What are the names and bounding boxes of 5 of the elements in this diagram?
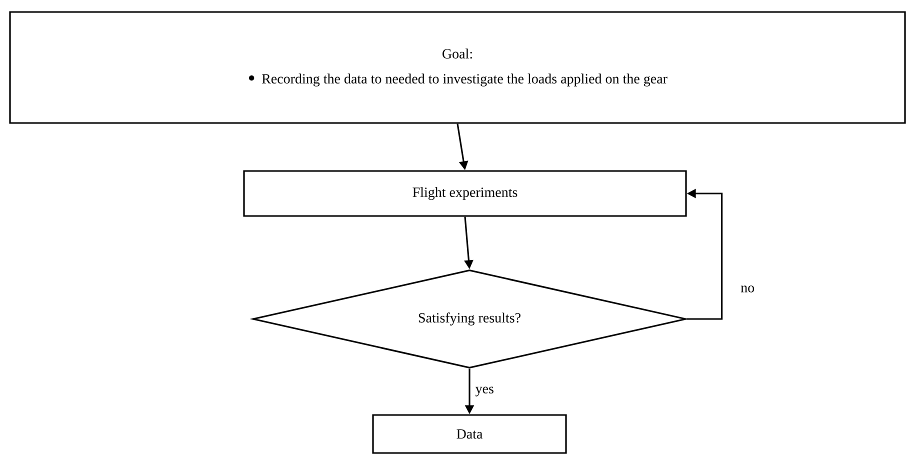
edge-label: yes	[474, 386, 495, 398]
edge-label: no	[740, 284, 756, 294]
process-box: Data	[372, 414, 567, 454]
process-box: Flight experiments	[243, 170, 687, 217]
goal-box: Goal: Recording the data to needed to investigate the loads applied on the gear	[9, 11, 906, 124]
